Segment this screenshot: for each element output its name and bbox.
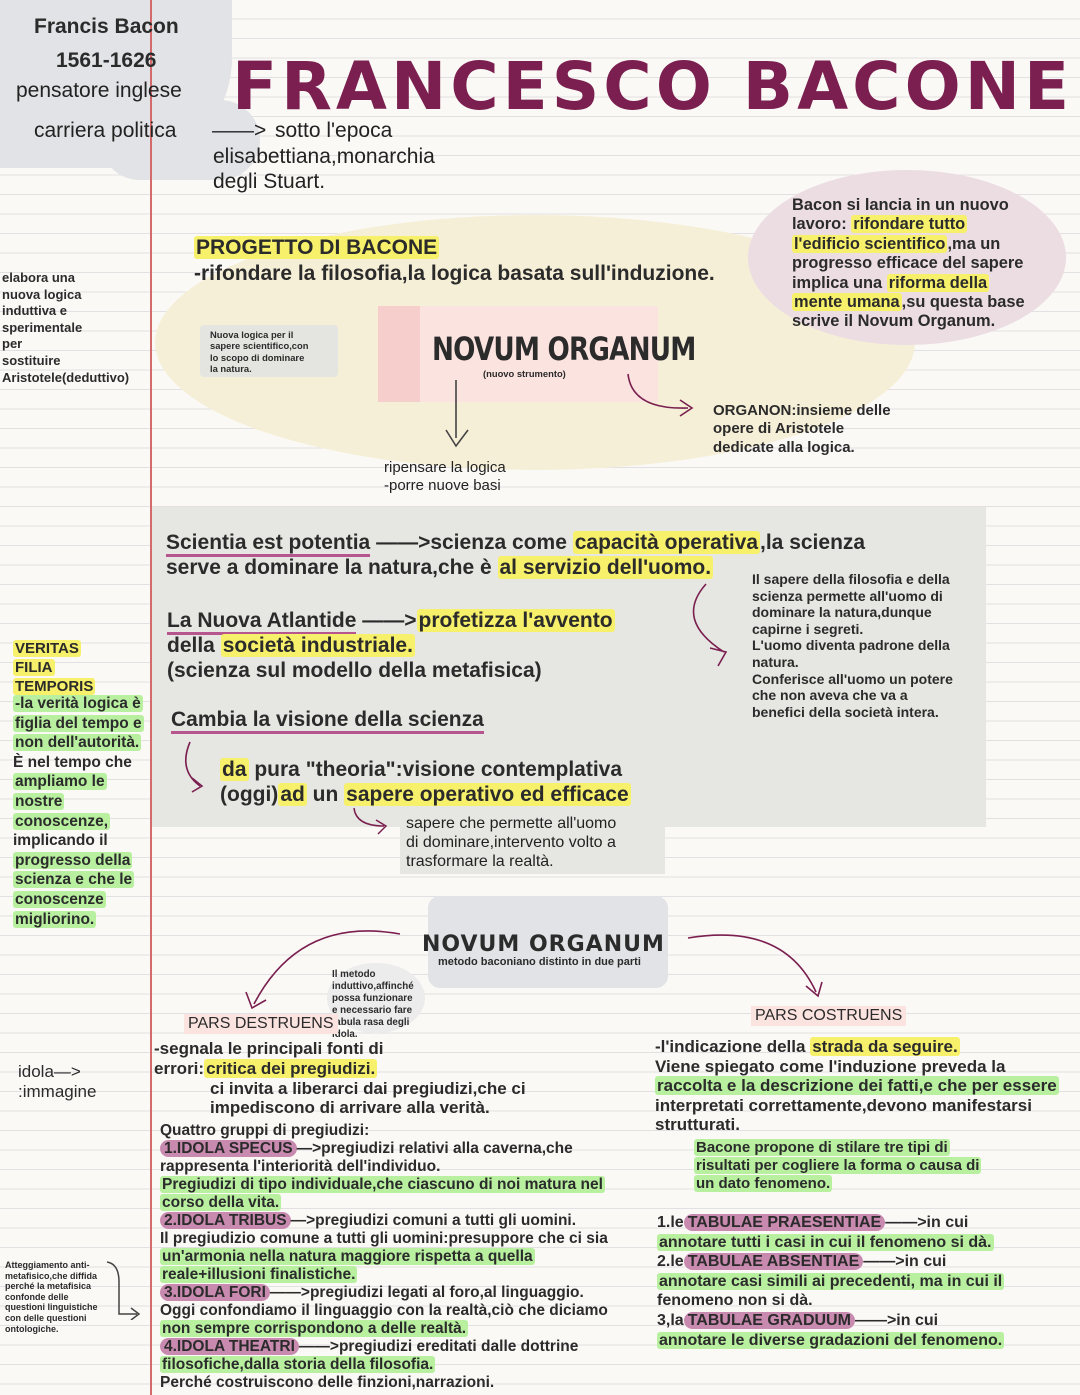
career-text-1: sotto l'epoca xyxy=(275,119,393,142)
project-heading: PROGETTO DI BACONE xyxy=(194,236,440,259)
arrow-down-icon xyxy=(445,380,469,448)
proposal-note: Bacone propone di stilare tre tipi di ri… xyxy=(694,1139,982,1193)
novum-title: NOVUM ORGANUM xyxy=(432,330,696,368)
organum2-subtitle: metodo baconiano distinto in due parti xyxy=(438,956,641,968)
margin-line xyxy=(150,0,152,1395)
bio-role: pensatore inglese xyxy=(16,79,182,102)
pars-destruens-label: PARS DESTRUENS xyxy=(184,1014,338,1034)
method-note-bubble xyxy=(327,963,425,1033)
new-work-ellipse xyxy=(748,170,1066,345)
idola-list: Quattro gruppi di pregiudizi: 1.IDOLA SP… xyxy=(160,1122,608,1391)
organum2-box xyxy=(428,896,668,988)
costruens-line-4: interpretati correttamente,devono manife… xyxy=(655,1096,1032,1115)
curve-arrow-icon xyxy=(184,741,204,793)
scientia-line-2: serve a dominare la natura,che è al serv… xyxy=(166,556,714,579)
career-label: carriera politica xyxy=(34,119,177,142)
novum-box-tab xyxy=(378,306,420,402)
bracket-arrow-icon xyxy=(106,1261,141,1320)
veritas-title: VERITAS FILIA TEMPORIS xyxy=(13,640,96,695)
anti-metaphysics-note: Atteggiamento anti-metafisico,che diffid… xyxy=(5,1260,98,1334)
operative-note-box xyxy=(400,812,665,874)
idola-note: idola—>:immagine xyxy=(18,1062,97,1101)
arrow-left-down-icon xyxy=(245,930,401,1010)
atlantide-line-3: (scienza sul modello della metafisica) xyxy=(167,659,542,682)
destruens-line-3: ci invita a liberarci dai pregiudizi,che… xyxy=(210,1079,526,1098)
vision-heading: Cambia la visione della scienza xyxy=(171,707,484,734)
destruens-line-4: impediscono di arrivare alla verità. xyxy=(210,1098,490,1117)
brace-arrow-icon xyxy=(692,583,728,667)
costruens-line-2: Viene spiegato come l'induzione preveda … xyxy=(655,1057,1006,1076)
page-title: FRANCESCO BACONE xyxy=(232,48,1074,125)
bio-name: Francis Bacon xyxy=(34,15,179,38)
project-text: -rifondare la filosofia,la logica basata… xyxy=(194,262,715,285)
arrow-right-down-icon xyxy=(687,934,823,998)
vision-line-2: (oggi)ad un sapere operativo ed efficace xyxy=(220,783,631,806)
rethink-note: ripensare la logica-porre nuove basi xyxy=(384,459,506,495)
arrow-right-curve-icon xyxy=(627,373,694,417)
atlantide-line-1: La Nuova Atlantide ——>profetizza l'avven… xyxy=(167,608,615,635)
costruens-line-5: strutturati. xyxy=(655,1115,740,1134)
bio-years: 1561-1626 xyxy=(56,49,157,72)
destruens-line-1: -segnala le principali fonti di xyxy=(154,1039,384,1058)
vision-line-1: da pura "theoria":visione contemplativa xyxy=(220,758,623,781)
small-curve-arrow-icon xyxy=(353,807,388,835)
pars-costruens-label: PARS COSTRUENS xyxy=(751,1006,907,1026)
career-text-2: elisabettiana,monarchia xyxy=(213,145,435,168)
atlantide-line-2: della società industriale. xyxy=(167,634,415,657)
novum-subtitle: (nuovo strumento) xyxy=(483,368,566,379)
novum-note-box xyxy=(200,325,338,377)
bio-cloud-tail xyxy=(100,100,260,180)
veritas-text: -la verità logica è figlia del tempo e n… xyxy=(13,695,144,928)
new-work-note: Bacon si lancia in un nuovo lavoro: rifo… xyxy=(792,196,1025,331)
career-text-3: degli Stuart. xyxy=(213,170,326,193)
destruens-line-2: errori:critica dei pregiudizi. xyxy=(154,1059,378,1078)
costruens-line-1: -l'indicazione della strada da seguire. xyxy=(655,1037,960,1056)
costruens-line-3: raccolta e la descrizione dei fatti,e ch… xyxy=(655,1076,1059,1095)
novum-box xyxy=(378,306,658,402)
organum2-title: NOVUM ORGANUM xyxy=(422,932,665,957)
career-arrow: ——> xyxy=(212,119,267,142)
scientia-line-1: Scientia est potentia ——>scienza come ca… xyxy=(166,530,926,557)
